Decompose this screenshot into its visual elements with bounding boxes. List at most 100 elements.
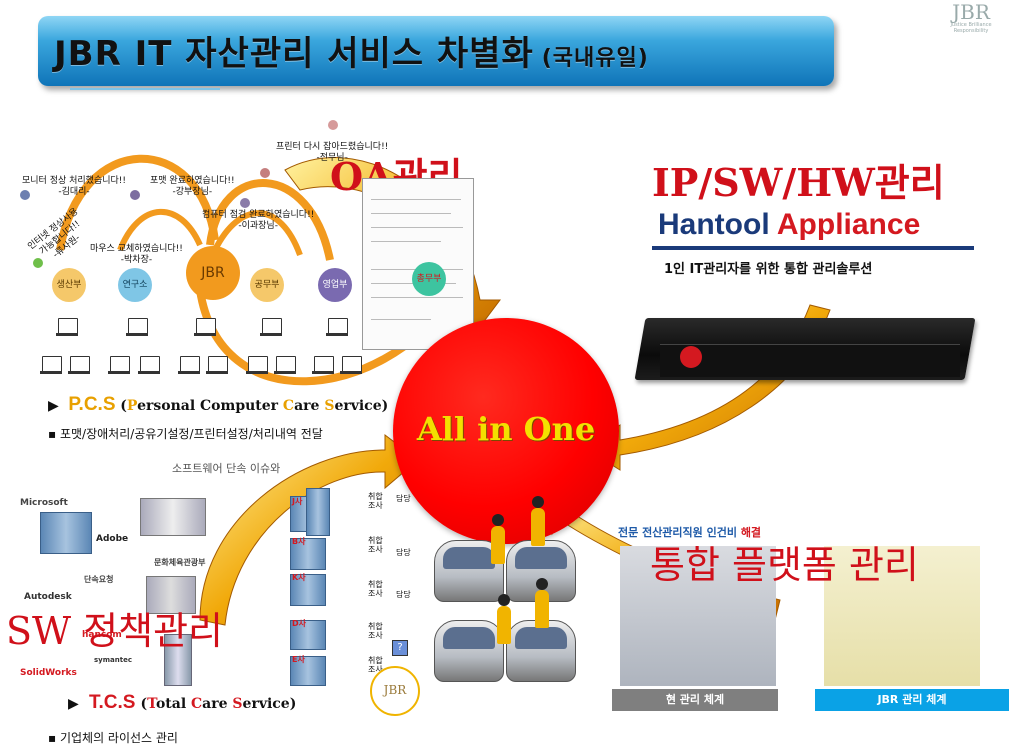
pcs-description: ▪ 포맷/장애처리/공유기설정/프린터설정/처리내역 전달: [48, 427, 323, 441]
corp-building-icon: [290, 574, 326, 606]
all-in-one-circle: [393, 318, 619, 544]
title-underline: [70, 88, 220, 90]
appliance-logo-icon: [680, 346, 702, 368]
laptop-icon: [56, 318, 78, 336]
person-icon: [20, 190, 30, 200]
laptop-icon: [194, 318, 216, 336]
vendor-autodesk: Autodesk: [24, 592, 72, 602]
hantool-underline: [652, 246, 974, 250]
page-subtitle: (국내유일): [541, 46, 649, 71]
question-icon: ?: [392, 640, 408, 656]
audit-label: 취합 조사: [368, 656, 383, 674]
dept-sales: 영업부: [318, 268, 352, 302]
staff-figure-icon: [497, 606, 511, 644]
dept-research: 연구소: [118, 268, 152, 302]
staff-head-icon: [536, 578, 548, 590]
person-icon: [130, 190, 140, 200]
laptop-icon: [40, 356, 62, 374]
laptop-icon: [178, 356, 200, 374]
org-arrow-2: [206, 179, 334, 261]
laptop-icon: [340, 356, 362, 374]
audit-label: 취합 조사: [368, 622, 383, 640]
corp-building-icon: [306, 488, 330, 536]
staff-figure-icon: [531, 508, 545, 546]
vendor-solidworks: SolidWorks: [20, 668, 77, 678]
pending-label: 담당: [396, 494, 411, 503]
corp-j: J사: [292, 497, 303, 506]
service-report-document: [362, 178, 474, 350]
jbr-hub: JBR: [186, 246, 240, 300]
vendor-building-icon: [40, 512, 92, 554]
corp-e: E사: [292, 655, 305, 664]
speech-mouse: 마우스 교체하였습니다!!-박차장-: [90, 244, 183, 265]
laptop-icon: [274, 356, 296, 374]
audit-label: 취합 조사: [368, 580, 383, 598]
person-icon: [260, 168, 270, 178]
jbr-badge: JBR: [370, 666, 420, 716]
hantool-logo: Hantool Appliance: [658, 208, 921, 241]
tower-icon: [164, 634, 192, 686]
corp-b: B사: [292, 537, 306, 546]
appliance-front: [660, 344, 960, 377]
sw-policy-title: SW 정책관리: [6, 609, 224, 653]
company-logo: JBR Justice Brilliance Responsibility: [950, 0, 992, 34]
tcs-heading: ▶ T.C.S (Total Care Service): [68, 692, 297, 713]
person-icon: [240, 198, 250, 208]
audit-label: 취합 조사: [368, 536, 383, 554]
current-system-image: [620, 546, 776, 686]
crackdown-label: 단속요청: [84, 575, 114, 584]
org-arrow-3: [212, 210, 303, 257]
speech-format: 포맷 완료하였습니다!!-강부장님-: [150, 176, 235, 197]
agency-label: 문화체육관광부: [154, 558, 206, 567]
org-arrow-1: [56, 154, 219, 251]
staff-head-icon: [498, 594, 510, 606]
laptop-icon: [108, 356, 130, 374]
vendor-symantec: symantec: [94, 656, 132, 664]
speech-monitor: 모니터 정상 처리했습니다!!-김대리-: [22, 176, 127, 197]
corp-building-icon: [290, 620, 326, 650]
ip-sw-hw-title: IP/SW/HW관리: [652, 160, 945, 205]
service-car-icon: [506, 620, 576, 682]
person-icon: [328, 120, 338, 130]
org-arrow-5: [117, 208, 203, 252]
speech-printer: 프린터 다시 잡아드렸습니다!!-전무님-: [276, 142, 389, 163]
laptop-icon: [246, 356, 268, 374]
staff-figure-icon: [491, 526, 505, 564]
laptop-icon: [312, 356, 334, 374]
dept-public-works: 공무부: [250, 268, 284, 302]
audit-label: 취합 조사: [368, 492, 383, 510]
laptop-icon: [206, 356, 228, 374]
sw-issue-label: 소프트웨어 단속 이슈와: [172, 462, 281, 475]
service-car-icon: [434, 620, 504, 682]
pending-label: 담당: [396, 590, 411, 599]
government-building-icon: [140, 498, 206, 536]
hantool-subtitle: 1인 IT관리자를 위한 통합 관리솔루션: [664, 262, 873, 277]
corp-d: D사: [292, 619, 307, 628]
speech-computer: 컴퓨터 점검 완료하였습니다!!-이과장님-: [202, 210, 315, 231]
vendor-adobe: Adobe: [96, 534, 129, 544]
corp-k: K사: [292, 573, 306, 582]
corp-building-icon: [290, 538, 326, 570]
current-system-caption: 현 관리 체계: [612, 689, 778, 711]
corp-building-icon: [290, 656, 326, 686]
laptop-icon: [326, 318, 348, 336]
tcs-description: ▪ 기업체의 라이선스 관리: [48, 731, 178, 745]
jbr-system-caption: JBR 관리 체계: [815, 689, 1009, 711]
integrated-platform-title: 통합 플랫폼 관리: [650, 543, 919, 587]
jbr-system-image: [824, 546, 980, 686]
title-banner: [38, 16, 834, 86]
laptop-icon: [68, 356, 90, 374]
page-title: JBR IT 자산관리 서비스 차별화(국내유일): [54, 34, 649, 74]
laptop-icon: [260, 318, 282, 336]
staff-figure-icon: [535, 590, 549, 628]
vendor-hancom: hancom: [82, 630, 122, 640]
pcs-heading: ▶ P.C.S (Personal Computer Care Service): [48, 394, 389, 415]
laptop-icon: [138, 356, 160, 374]
staff-head-icon: [532, 496, 544, 508]
dept-production: 생산부: [52, 268, 86, 302]
person-icon: [33, 258, 43, 268]
laptop-icon: [126, 318, 148, 336]
agency-building-icon: [146, 576, 196, 614]
vendor-microsoft: Microsoft: [20, 498, 68, 508]
dept-general-affairs: 총무부: [412, 262, 446, 296]
